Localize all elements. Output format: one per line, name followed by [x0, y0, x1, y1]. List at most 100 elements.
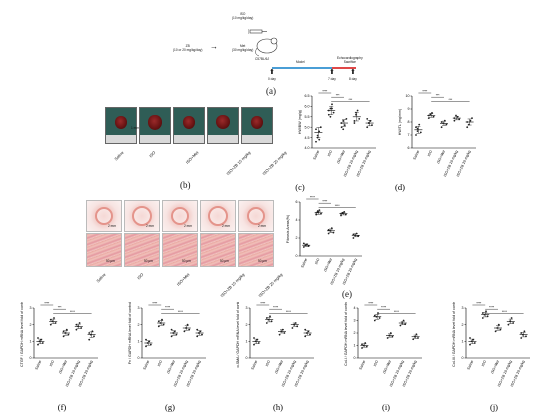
data-point: [159, 322, 162, 324]
significance-label: ****: [381, 306, 387, 310]
data-point: [509, 320, 511, 323]
data-point: [416, 130, 419, 132]
timeline-model-segment: [272, 67, 332, 69]
data-point: [472, 338, 475, 341]
y-tick-label: 0: [462, 356, 464, 360]
data-point: [345, 117, 348, 120]
data-point: [358, 117, 361, 120]
x-tick-label: Saline: [412, 150, 420, 161]
histology-section-iso-zb10: [200, 233, 236, 267]
data-point: [341, 211, 344, 214]
data-point: [458, 118, 461, 121]
significance-label: ****: [44, 302, 50, 305]
data-point: [283, 332, 286, 334]
significance-label: ****: [422, 90, 428, 93]
data-point: [340, 126, 343, 129]
data-point: [427, 117, 430, 119]
group-label-saline: Saline: [113, 150, 125, 162]
data-point: [375, 315, 378, 318]
significance-label: ****: [152, 302, 158, 305]
x-tick-label: ISO: [481, 360, 487, 367]
data-point: [419, 131, 422, 134]
x-tick-label: ISO+ZB 20 mg/kg: [356, 150, 372, 178]
data-point: [355, 113, 357, 116]
scale-bar-2mm: 2 mm: [258, 224, 266, 228]
data-point: [431, 112, 433, 114]
data-point: [320, 212, 322, 215]
x-tick-label: Saline: [312, 150, 320, 161]
x-tick-label: ISO+Met: [58, 360, 68, 375]
data-point: [318, 209, 321, 211]
data-point: [510, 317, 513, 319]
group-label-iso-met: ISO+Met: [175, 272, 191, 287]
scale-bar-50um: 50 μm: [258, 259, 267, 263]
x-tick-label: ISO: [314, 258, 320, 265]
data-point: [37, 337, 39, 339]
zb-dose-label: ZB (10 or 20 mg/kg/day): [173, 44, 203, 52]
data-point: [352, 233, 355, 236]
data-point: [467, 123, 470, 126]
data-point: [145, 338, 147, 341]
data-point: [316, 210, 319, 212]
data-point: [89, 333, 92, 336]
y-tick-label: 4.5: [305, 136, 310, 140]
data-point: [429, 113, 432, 116]
data-point: [175, 333, 178, 336]
panel-label: (c): [295, 182, 305, 192]
y-axis-label: CTGF / GAPDH mRNA level fold of control: [20, 302, 24, 367]
scale-bar-2mm: 2 mm: [184, 224, 192, 228]
y-tick-label: 2: [296, 236, 298, 240]
data-point: [269, 315, 271, 318]
data-point: [78, 322, 81, 324]
data-point: [412, 338, 415, 341]
data-point: [319, 126, 322, 129]
data-point: [327, 109, 330, 112]
y-axis-label: HW/BW (mg/g): [298, 110, 302, 134]
arrow-up-icon: ⬆: [350, 69, 356, 76]
y-axis-label: Fn / GAPDH mRNA level fold of control: [128, 302, 132, 364]
y-tick-label: 6: [296, 200, 298, 204]
y-tick-label: 4.0: [305, 146, 310, 150]
histology-whole-iso-met: [162, 200, 198, 232]
x-tick-label: Saline: [142, 360, 150, 371]
data-point: [402, 319, 405, 322]
y-axis-label: Col-III / GAPDH mRNA level fold of contr…: [452, 302, 456, 367]
data-point: [170, 335, 173, 338]
data-point: [62, 330, 65, 333]
data-point: [67, 333, 70, 336]
data-point: [456, 115, 459, 118]
data-point: [254, 340, 257, 343]
y-tick-label: 3: [354, 319, 356, 323]
panel-label: (g): [165, 402, 175, 412]
data-point: [315, 213, 318, 216]
data-point: [309, 333, 311, 336]
data-point: [157, 325, 160, 328]
scale-bar-2mm: 2 mm: [222, 224, 230, 228]
x-tick-label: ISO: [327, 150, 333, 157]
y-axis-label: Col-I / GAPDH mRNA level fold of control: [344, 302, 348, 366]
data-point: [293, 323, 295, 326]
data-point: [378, 317, 381, 319]
data-point: [377, 312, 379, 314]
data-point: [253, 337, 255, 339]
syringe-icon: [248, 29, 267, 34]
y-tick-label: 0: [354, 356, 356, 360]
data-point: [307, 330, 310, 333]
scale-bar-50um: 50 μm: [182, 259, 191, 263]
data-point: [65, 328, 68, 331]
data-point: [145, 345, 147, 348]
data-point: [51, 320, 54, 323]
y-tick-label: 8: [408, 120, 410, 124]
data-point: [481, 312, 484, 314]
x-tick-label: ISO: [373, 360, 379, 367]
data-point: [486, 315, 489, 318]
x-tick-label: ISO+ZB 20 mg/kg: [402, 360, 418, 388]
data-point: [304, 335, 307, 338]
data-point: [373, 314, 376, 317]
histology-section-saline: [86, 233, 122, 267]
panel-label: (f): [58, 402, 67, 412]
significance-label: ****: [322, 200, 328, 204]
y-tick-label: 2: [138, 323, 140, 327]
panel-label-e: (e): [342, 289, 352, 299]
